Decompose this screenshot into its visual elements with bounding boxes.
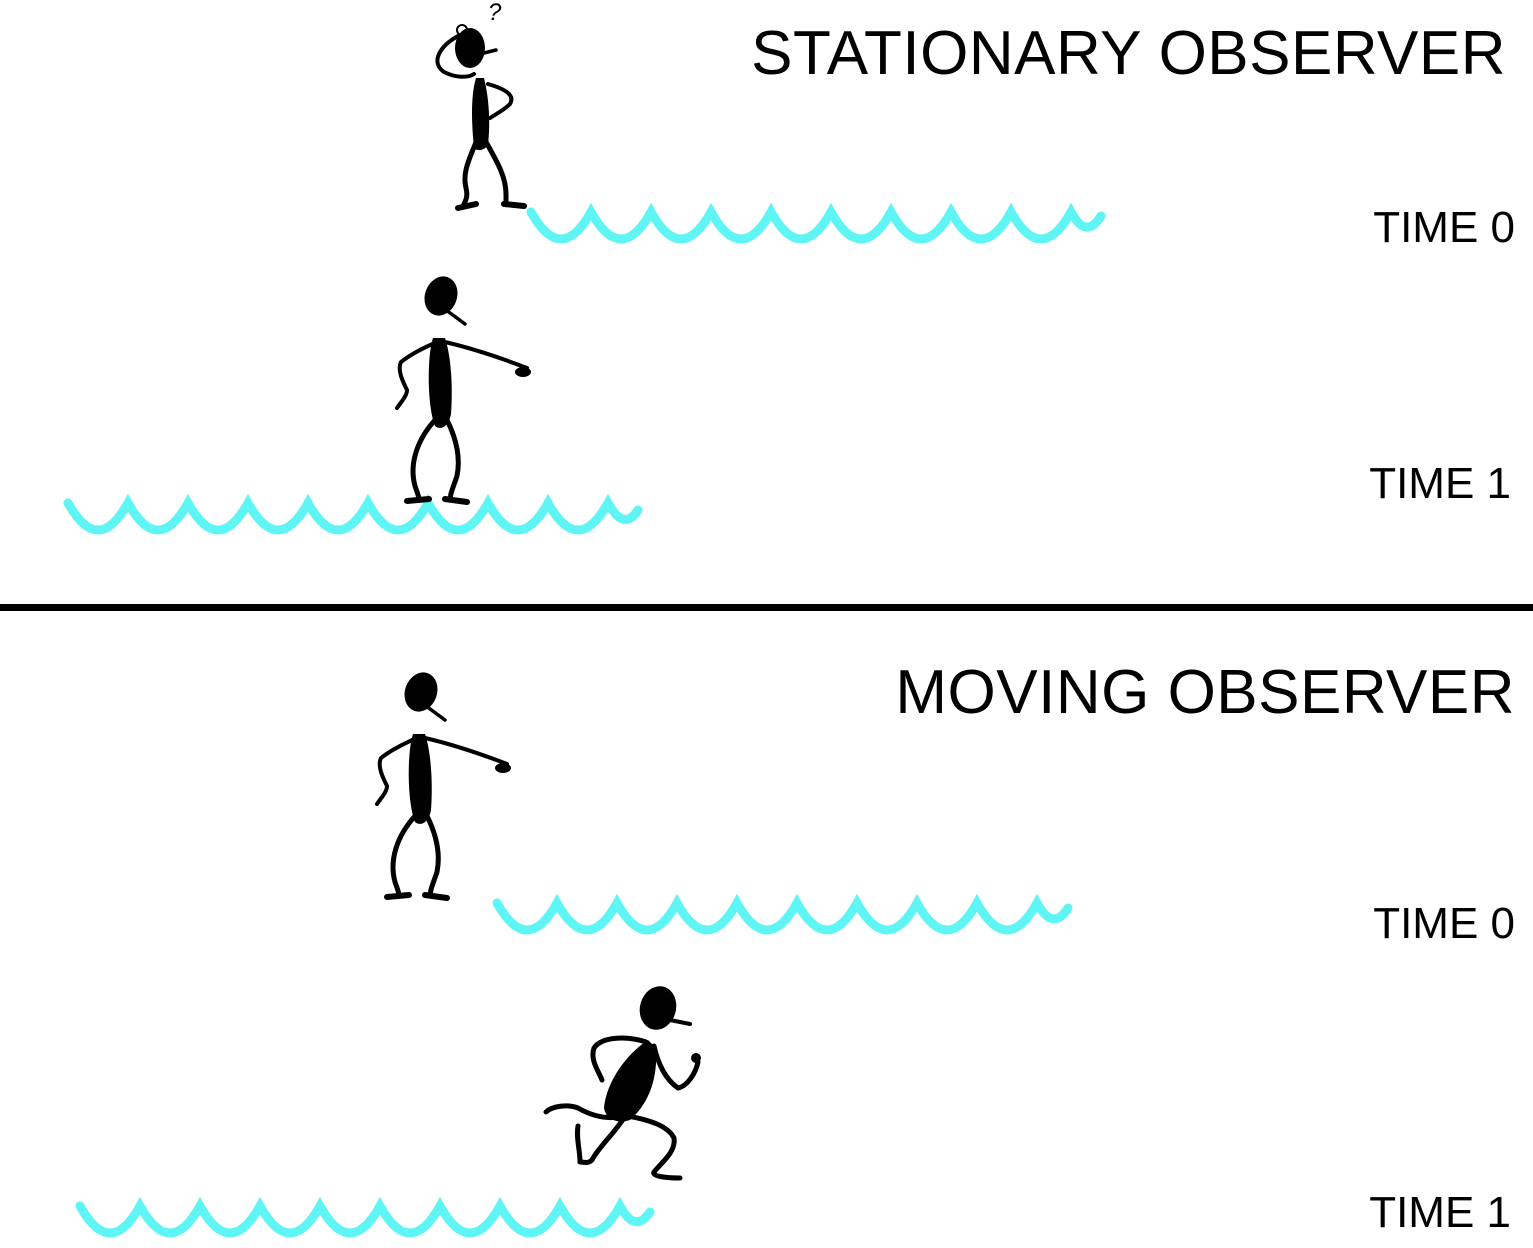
pointing-observer-figure-stationary <box>397 272 531 502</box>
confused-observer-figure: ? <box>435 0 527 211</box>
moving-time1-wave <box>75 1196 655 1238</box>
running-observer-figure <box>543 986 701 1181</box>
moving-time0-label: TIME 0 <box>1373 899 1515 948</box>
stationary-time1-wave <box>63 493 643 535</box>
moving-time0-wave <box>492 893 1073 935</box>
stationary-time0-label: TIME 0 <box>1373 203 1515 252</box>
stationary-time1-label: TIME 1 <box>1369 459 1511 508</box>
moving-observer-heading: MOVING OBSERVER <box>895 658 1515 727</box>
stationary-observer-heading: STATIONARY OBSERVER <box>751 19 1506 88</box>
stationary-time0-wave <box>526 202 1106 244</box>
question-mark-icon: ? <box>488 0 502 26</box>
section-divider <box>0 604 1533 611</box>
pointing-observer-figure-moving <box>377 668 511 898</box>
moving-time1-label: TIME 1 <box>1369 1188 1511 1237</box>
